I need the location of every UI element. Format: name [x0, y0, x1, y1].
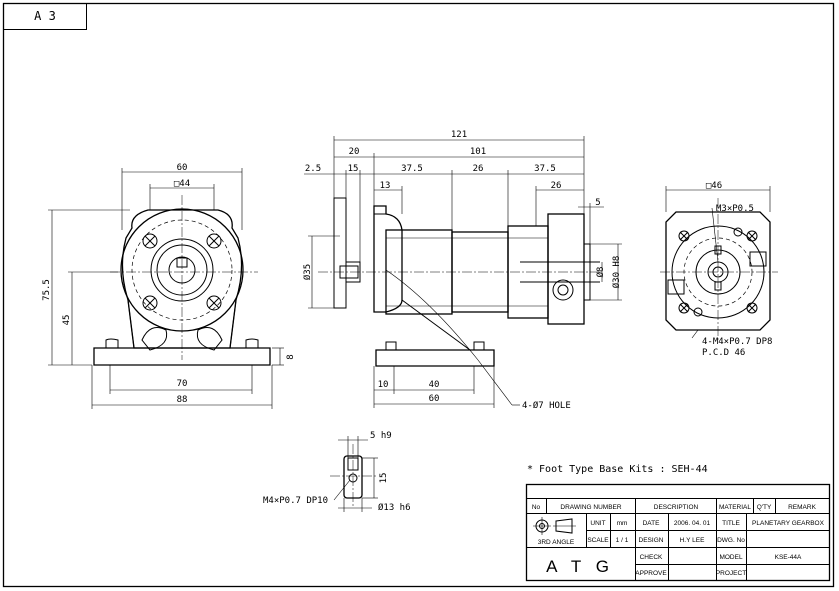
dim-front-width-top: 60	[177, 163, 188, 173]
dim-side-13: 13	[380, 181, 391, 191]
dim-side-dia-35: Ø35	[302, 264, 313, 280]
note-shaft-tap: M4×P0.7 DP10	[263, 496, 328, 506]
tb-scale-value: 1 / 1	[616, 537, 629, 544]
note-rear-center-tap: M3×P0.5	[716, 204, 754, 214]
tb-project-label: PROJECT	[716, 570, 746, 577]
note-rear-tap-holes: 4-M4×P0.7 DP8	[702, 337, 772, 347]
dim-side-body-length: 101	[470, 147, 486, 157]
dim-front-width-base: 88	[177, 395, 188, 405]
tb-model-label: MODEL	[719, 554, 743, 561]
tb-company-logo: A T G	[546, 557, 614, 576]
dim-side-37-5a: 37.5	[401, 164, 423, 174]
tb-title-value: PLANETARY GEARBOX	[752, 520, 825, 527]
dim-front-foot-thickness: 8	[286, 354, 296, 359]
dim-side-15: 15	[348, 164, 359, 174]
tb-header-material: MATERIAL	[719, 504, 751, 511]
dim-side-dia-30: Ø30 H8	[611, 256, 622, 289]
tb-design-value: H.Y LEE	[680, 537, 705, 544]
dim-side-37-5b: 37.5	[534, 164, 556, 174]
rear-view	[660, 198, 778, 340]
tb-design-label: DESIGN	[639, 537, 664, 544]
dim-front-height-center: 45	[62, 315, 72, 326]
dim-side-flange-length: 20	[349, 147, 360, 157]
dim-side-26: 26	[473, 164, 484, 174]
side-view-dimensions: 121 101 20 2.5 15 37.5 26 37.5 13 26 5 Ø…	[302, 130, 622, 411]
dim-side-26b: 26	[551, 181, 562, 191]
tb-date-value: 2006. 04. 01	[674, 520, 711, 527]
note-rear-pcd: P.C.D 46	[702, 348, 745, 358]
note-hole: 4-Ø7 HOLE	[522, 400, 571, 411]
tb-header-remark: REMARK	[788, 504, 816, 511]
dim-side-base-10: 10	[378, 380, 389, 390]
tb-scale-label: SCALE	[587, 537, 609, 544]
shaft-detail: 5 h9 15 Ø13 h6 M4×P0.7 DP10	[263, 431, 411, 513]
tb-header-description: DESCRIPTION	[654, 504, 699, 511]
dim-rear-square: □46	[706, 181, 722, 191]
front-view	[93, 195, 271, 366]
dim-shaft-dia: Ø13 h6	[378, 502, 411, 513]
title-block: No DRAWING NUMBER DESCRIPTION MATERIAL Q…	[525, 483, 831, 582]
tb-model-value: KSE-44A	[775, 554, 802, 561]
rear-view-dimensions: □46 M3×P0.5 4-M4×P0.7 DP8 P.C.D 46	[665, 181, 772, 358]
dim-side-total-length: 121	[451, 130, 467, 140]
sheet-size-box	[3, 3, 87, 30]
tb-unit-label: UNIT	[590, 520, 605, 527]
front-view-dimensions: 60 □44 75.5 45 8 70 88	[42, 163, 296, 409]
dim-side-base-40: 40	[429, 380, 440, 390]
tb-projection: 3RD ANGLE	[538, 539, 575, 546]
tb-check-label: CHECK	[640, 554, 663, 561]
tb-dwg-label: DWG. No	[717, 537, 745, 544]
dim-shaft-height: 15	[379, 473, 389, 484]
tb-header-no: No	[532, 504, 541, 511]
dim-side-5: 5	[595, 198, 600, 208]
dim-front-height-total: 75.5	[42, 279, 52, 301]
note-foot-type: * Foot Type Base Kits : SEH-44	[527, 464, 708, 475]
dim-side-dia-8: Ø8	[595, 267, 606, 278]
dim-side-base-60: 60	[429, 394, 440, 404]
sheet-size-label: A 3	[34, 9, 56, 23]
tb-date-label: DATE	[643, 520, 661, 527]
dim-front-square: □44	[174, 179, 190, 189]
third-angle-projection-icon	[533, 517, 576, 535]
dim-shaft-key: 5 h9	[370, 431, 392, 441]
tb-unit-value: mm	[617, 520, 628, 527]
tb-title-label: TITLE	[722, 520, 740, 527]
tb-approve-label: APPROVE	[635, 570, 667, 577]
tb-header-qty: Q'TY	[757, 504, 772, 511]
tb-header-drawing-number: DRAWING NUMBER	[560, 504, 621, 511]
dim-side-2-5: 2.5	[305, 164, 321, 174]
dim-front-width-holes: 70	[177, 379, 188, 389]
